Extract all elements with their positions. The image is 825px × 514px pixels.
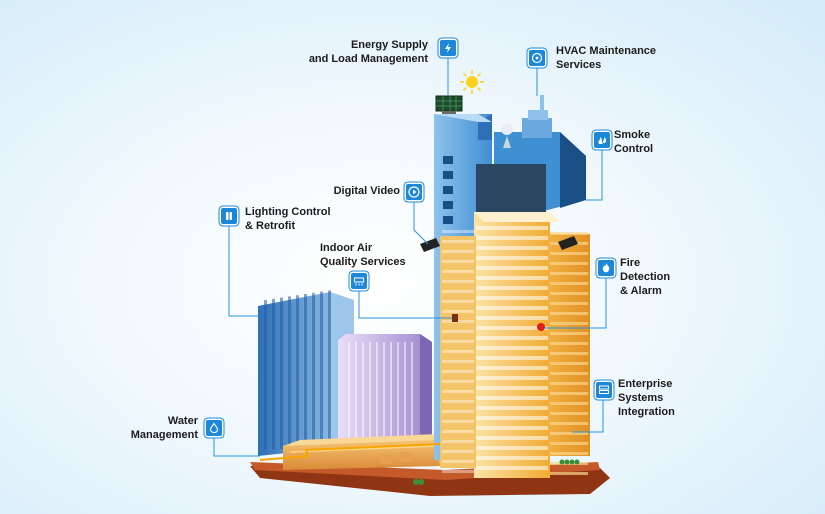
label-energy-supply: Energy Supply and Load Management: [308, 39, 428, 65]
water-pipe: [259, 443, 441, 461]
light-bulb-icon: [221, 208, 237, 224]
water-drop-icon: [206, 420, 222, 436]
label-hvac-maintenance: HVAC Maintenance Services: [556, 45, 657, 71]
label-smoke-control: Smoke Control: [614, 129, 654, 155]
label-indoor-air-quality: Indoor Air Quality Services: [320, 242, 406, 268]
label-lighting-control: Lighting Control & Retrofit: [245, 206, 331, 232]
purple-building: [338, 334, 432, 452]
fan-icon: [529, 50, 545, 66]
label-enterprise-systems: Enterprise Systems Integration: [618, 378, 675, 418]
flame-icon: [598, 260, 614, 276]
gold-tower: [440, 212, 590, 478]
fire-alarm-bulb: [537, 323, 545, 331]
dark-upper-block: [476, 132, 586, 214]
sun: [460, 70, 484, 94]
label-digital-video: Digital Video: [333, 185, 400, 197]
rooftop-hvac: [501, 95, 552, 148]
leader-lines: [213, 55, 607, 457]
air-sensor: [452, 314, 458, 322]
camera-left: [420, 238, 440, 252]
play-icon: [406, 184, 422, 200]
solar-panel: [435, 95, 463, 114]
camera-right: [558, 236, 578, 250]
lightning-icon: [440, 40, 456, 56]
trees: [413, 459, 580, 485]
label-water-management: Water Management: [130, 415, 198, 441]
label-fire-detection: Fire Detection & Alarm: [620, 257, 671, 297]
smoke-icon: [594, 132, 610, 148]
air-unit-icon: [351, 273, 367, 289]
server-icon: [596, 382, 612, 398]
